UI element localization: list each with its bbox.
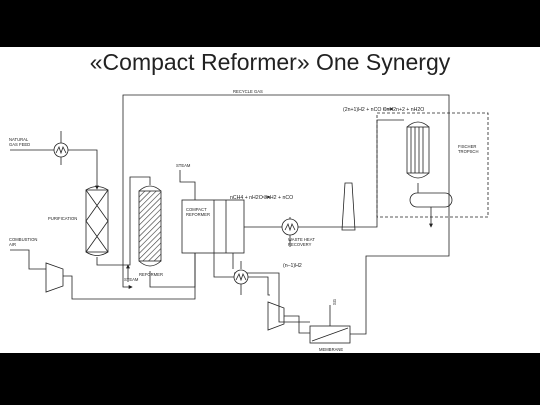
- waste-heat-label-1: WASTE HEAT: [288, 237, 315, 242]
- waste-heat-to-ft-line: [298, 119, 404, 228]
- ft-reactor: [406, 126, 430, 174]
- reforming-reaction-equation: nCH4 + nH2O 3nH2 + nCO: [230, 195, 293, 201]
- waste-heat-exchanger: [281, 218, 299, 236]
- compressor-2-outlet: [284, 315, 310, 334]
- reformer-vessel: [138, 190, 162, 262]
- slide: «Compact Reformer» One Synergy: [0, 47, 540, 353]
- hydrogen-recycle-equation: (n–1)H2: [283, 263, 302, 269]
- compact-reformer-label-1: COMPACT: [186, 207, 207, 212]
- compact-reformer-label-2: REFORMER: [186, 212, 210, 217]
- waste-heat-label-2: RECOVERY: [288, 242, 312, 247]
- feed-preheater-exchanger: [53, 142, 69, 158]
- membrane-label: MEMBRANE: [319, 347, 343, 352]
- reformer-label: REFORMER: [139, 272, 163, 277]
- compact-reformer-unit: [181, 199, 245, 254]
- steam-top-label: STEAM: [176, 163, 191, 168]
- natural-gas-label-1: NATURAL: [9, 137, 29, 142]
- fischer-tropsch-label-1: FISCHER: [458, 144, 476, 149]
- sg-stream-label: SG: [332, 299, 337, 305]
- syngas-cooler: [233, 269, 249, 285]
- slide-title: «Compact Reformer» One Synergy: [89, 49, 451, 75]
- fischer-tropsch-boundary: [376, 112, 489, 218]
- natural-gas-label-2: GAS FEED: [9, 142, 30, 147]
- purification-to-reformer-line: [96, 176, 151, 266]
- combustion-air-label-2: AIR: [9, 242, 16, 247]
- hydrogen-recycle-line: [234, 272, 310, 323]
- recycle-gas-label: RECYCLE GAS: [233, 89, 263, 94]
- ft-reaction-equation: (2n+1)H2 + nCO CnH2n+2 + nH2O: [343, 107, 424, 113]
- combustion-air-line: [10, 249, 46, 270]
- steam-top-line: [179, 170, 196, 200]
- process-flow-diagram: RECYCLE GAS NATURAL GAS FEED PURIFICATIO…: [9, 89, 489, 352]
- membrane-outlet-line: [350, 123, 450, 335]
- syngas-exchanger-line: [213, 253, 234, 278]
- purification-label: PURIFICATION: [48, 216, 77, 221]
- cooler-to-compressor-line: [248, 276, 270, 296]
- reformer-to-compact-line: [149, 253, 196, 288]
- recycle-gas-line: [122, 94, 450, 289]
- purification-vessel: [85, 189, 109, 253]
- chimney: [341, 182, 356, 231]
- compressor-2: [267, 301, 285, 331]
- steam-bottom-label: STEAM: [124, 277, 139, 282]
- feed-to-purification-line: [67, 149, 99, 190]
- compressor-to-reformer-line: [63, 253, 196, 300]
- combustion-air-label-1: COMBUSTION: [9, 237, 37, 242]
- fischer-tropsch-label-2: TROPSCH: [458, 149, 478, 154]
- ft-separator: [409, 192, 453, 208]
- air-compressor: [45, 262, 64, 293]
